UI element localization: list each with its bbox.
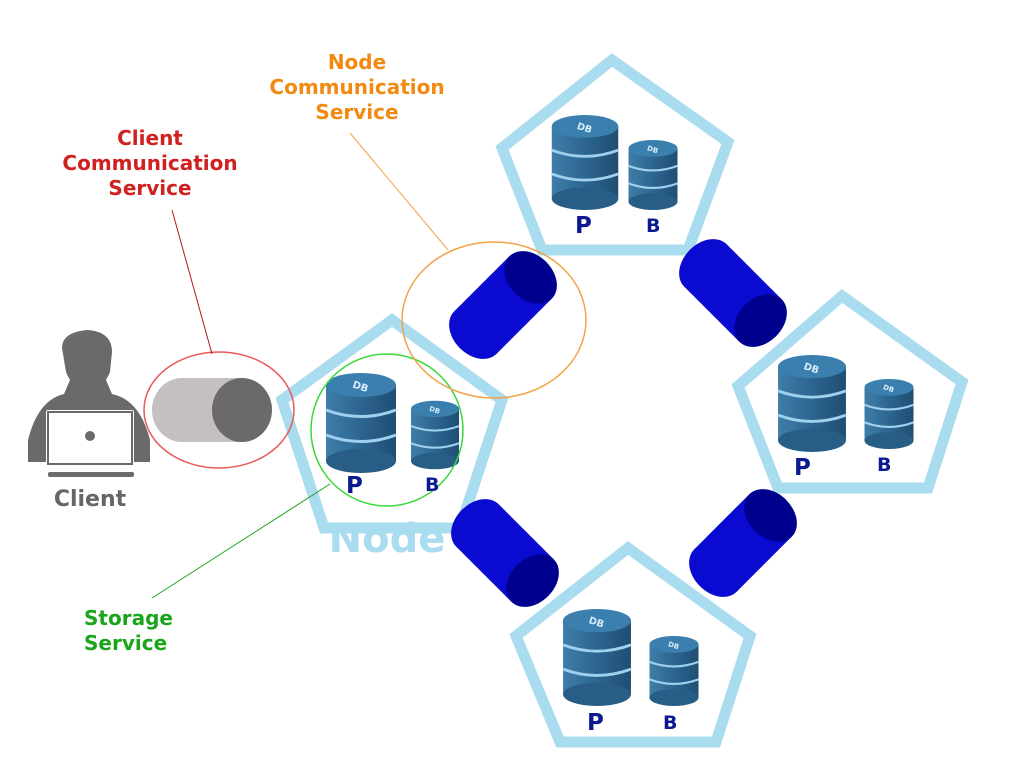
node-outline-bottom bbox=[509, 541, 757, 748]
storage-leader-line bbox=[151, 483, 331, 599]
client-connector bbox=[152, 378, 272, 442]
database-icon bbox=[776, 353, 848, 454]
storage-service-highlight bbox=[310, 353, 464, 507]
label-line: Communication bbox=[62, 151, 238, 175]
connector-icon bbox=[449, 251, 557, 359]
node-outline-right bbox=[731, 289, 969, 494]
label-line: Service bbox=[108, 176, 192, 200]
node-communication-service-label: Node Communication Service bbox=[232, 50, 482, 125]
node-outline-top bbox=[495, 53, 735, 256]
databases bbox=[324, 113, 915, 708]
node-outlines bbox=[275, 53, 969, 748]
user-with-laptop-icon bbox=[28, 330, 150, 477]
database-icon bbox=[561, 607, 633, 708]
primary-label: P bbox=[794, 455, 811, 481]
node-comm-service-highlight bbox=[401, 241, 587, 399]
backup-label: B bbox=[663, 712, 678, 734]
database-icon bbox=[648, 634, 700, 708]
client-label: Client bbox=[53, 487, 127, 512]
label-line: Client bbox=[117, 126, 183, 150]
primary-label: P bbox=[587, 710, 604, 736]
label-line: Node bbox=[327, 50, 387, 74]
client-communication-service-label: Client Communication Service bbox=[30, 126, 270, 201]
primary-label: P bbox=[575, 213, 592, 239]
node-links bbox=[449, 239, 797, 607]
node-comm-leader-line bbox=[349, 132, 449, 251]
backup-label: B bbox=[877, 454, 892, 476]
node-outline-main bbox=[275, 313, 509, 534]
primary-label: P bbox=[346, 473, 363, 499]
database-icon bbox=[627, 138, 679, 212]
connector-icon bbox=[679, 239, 787, 347]
backup-label: B bbox=[646, 215, 661, 237]
database-icon bbox=[409, 399, 461, 471]
node-label: Node bbox=[328, 516, 446, 562]
database-icon bbox=[550, 113, 620, 212]
connector-icon bbox=[451, 499, 559, 607]
database-icon bbox=[324, 371, 398, 475]
label-line: Service bbox=[315, 100, 399, 124]
storage-service-label: Storage Service bbox=[84, 606, 204, 656]
backup-label: B bbox=[425, 474, 440, 496]
connector-icon bbox=[689, 489, 797, 597]
client-comm-service-highlight bbox=[143, 351, 295, 469]
label-line: Storage bbox=[84, 606, 173, 630]
label-line: Communication bbox=[269, 75, 445, 99]
database-icon bbox=[863, 377, 915, 451]
client-comm-leader-line bbox=[171, 209, 213, 355]
label-line: Service bbox=[84, 631, 168, 655]
